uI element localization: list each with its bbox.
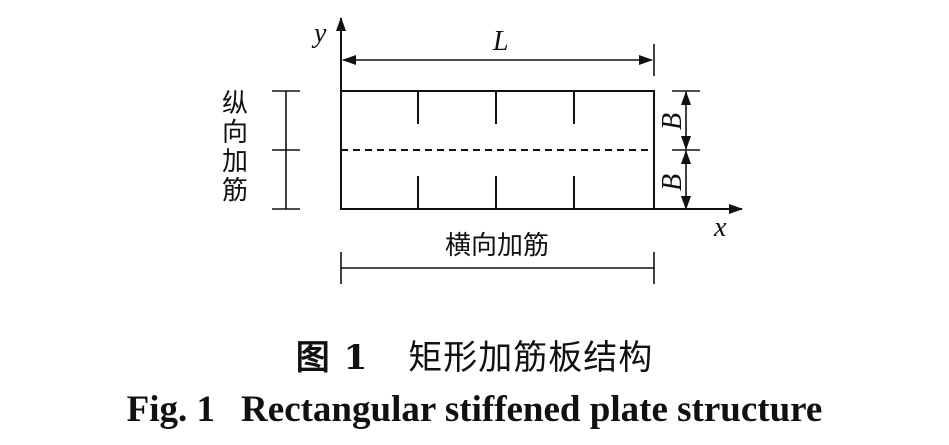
length-label: L [492,26,509,57]
transverse-stiffeners [417,91,575,209]
longitudinal-bracket [272,90,300,210]
x-axis-label: x [713,212,727,243]
transverse-span [340,252,655,284]
caption-cn-number: 图 1 [295,338,369,378]
svg-text:筋: 筋 [222,176,248,206]
stiffened-plate-diagram: y x L B B [222,17,743,284]
svg-text:向: 向 [222,118,248,148]
caption-cn-text: 矩形加筋板结构 [408,338,654,378]
width-label-lower: B [657,174,688,191]
caption-chinese: 图 1 矩形加筋板结构 [0,330,949,379]
caption-english: Fig. 1 Rectangular stiffened plate struct… [0,388,949,431]
svg-text:纵: 纵 [222,89,248,119]
svg-text:加: 加 [222,147,248,177]
transverse-label: 横向加筋 [445,231,549,261]
width-label-upper: B [657,113,688,130]
caption-en-text: Rectangular stiffened plate structure [241,389,823,430]
caption-en-number: Fig. 1 [126,389,216,430]
y-axis-label: y [311,18,327,49]
longitudinal-label: 纵 向 加 筋 [222,89,248,206]
